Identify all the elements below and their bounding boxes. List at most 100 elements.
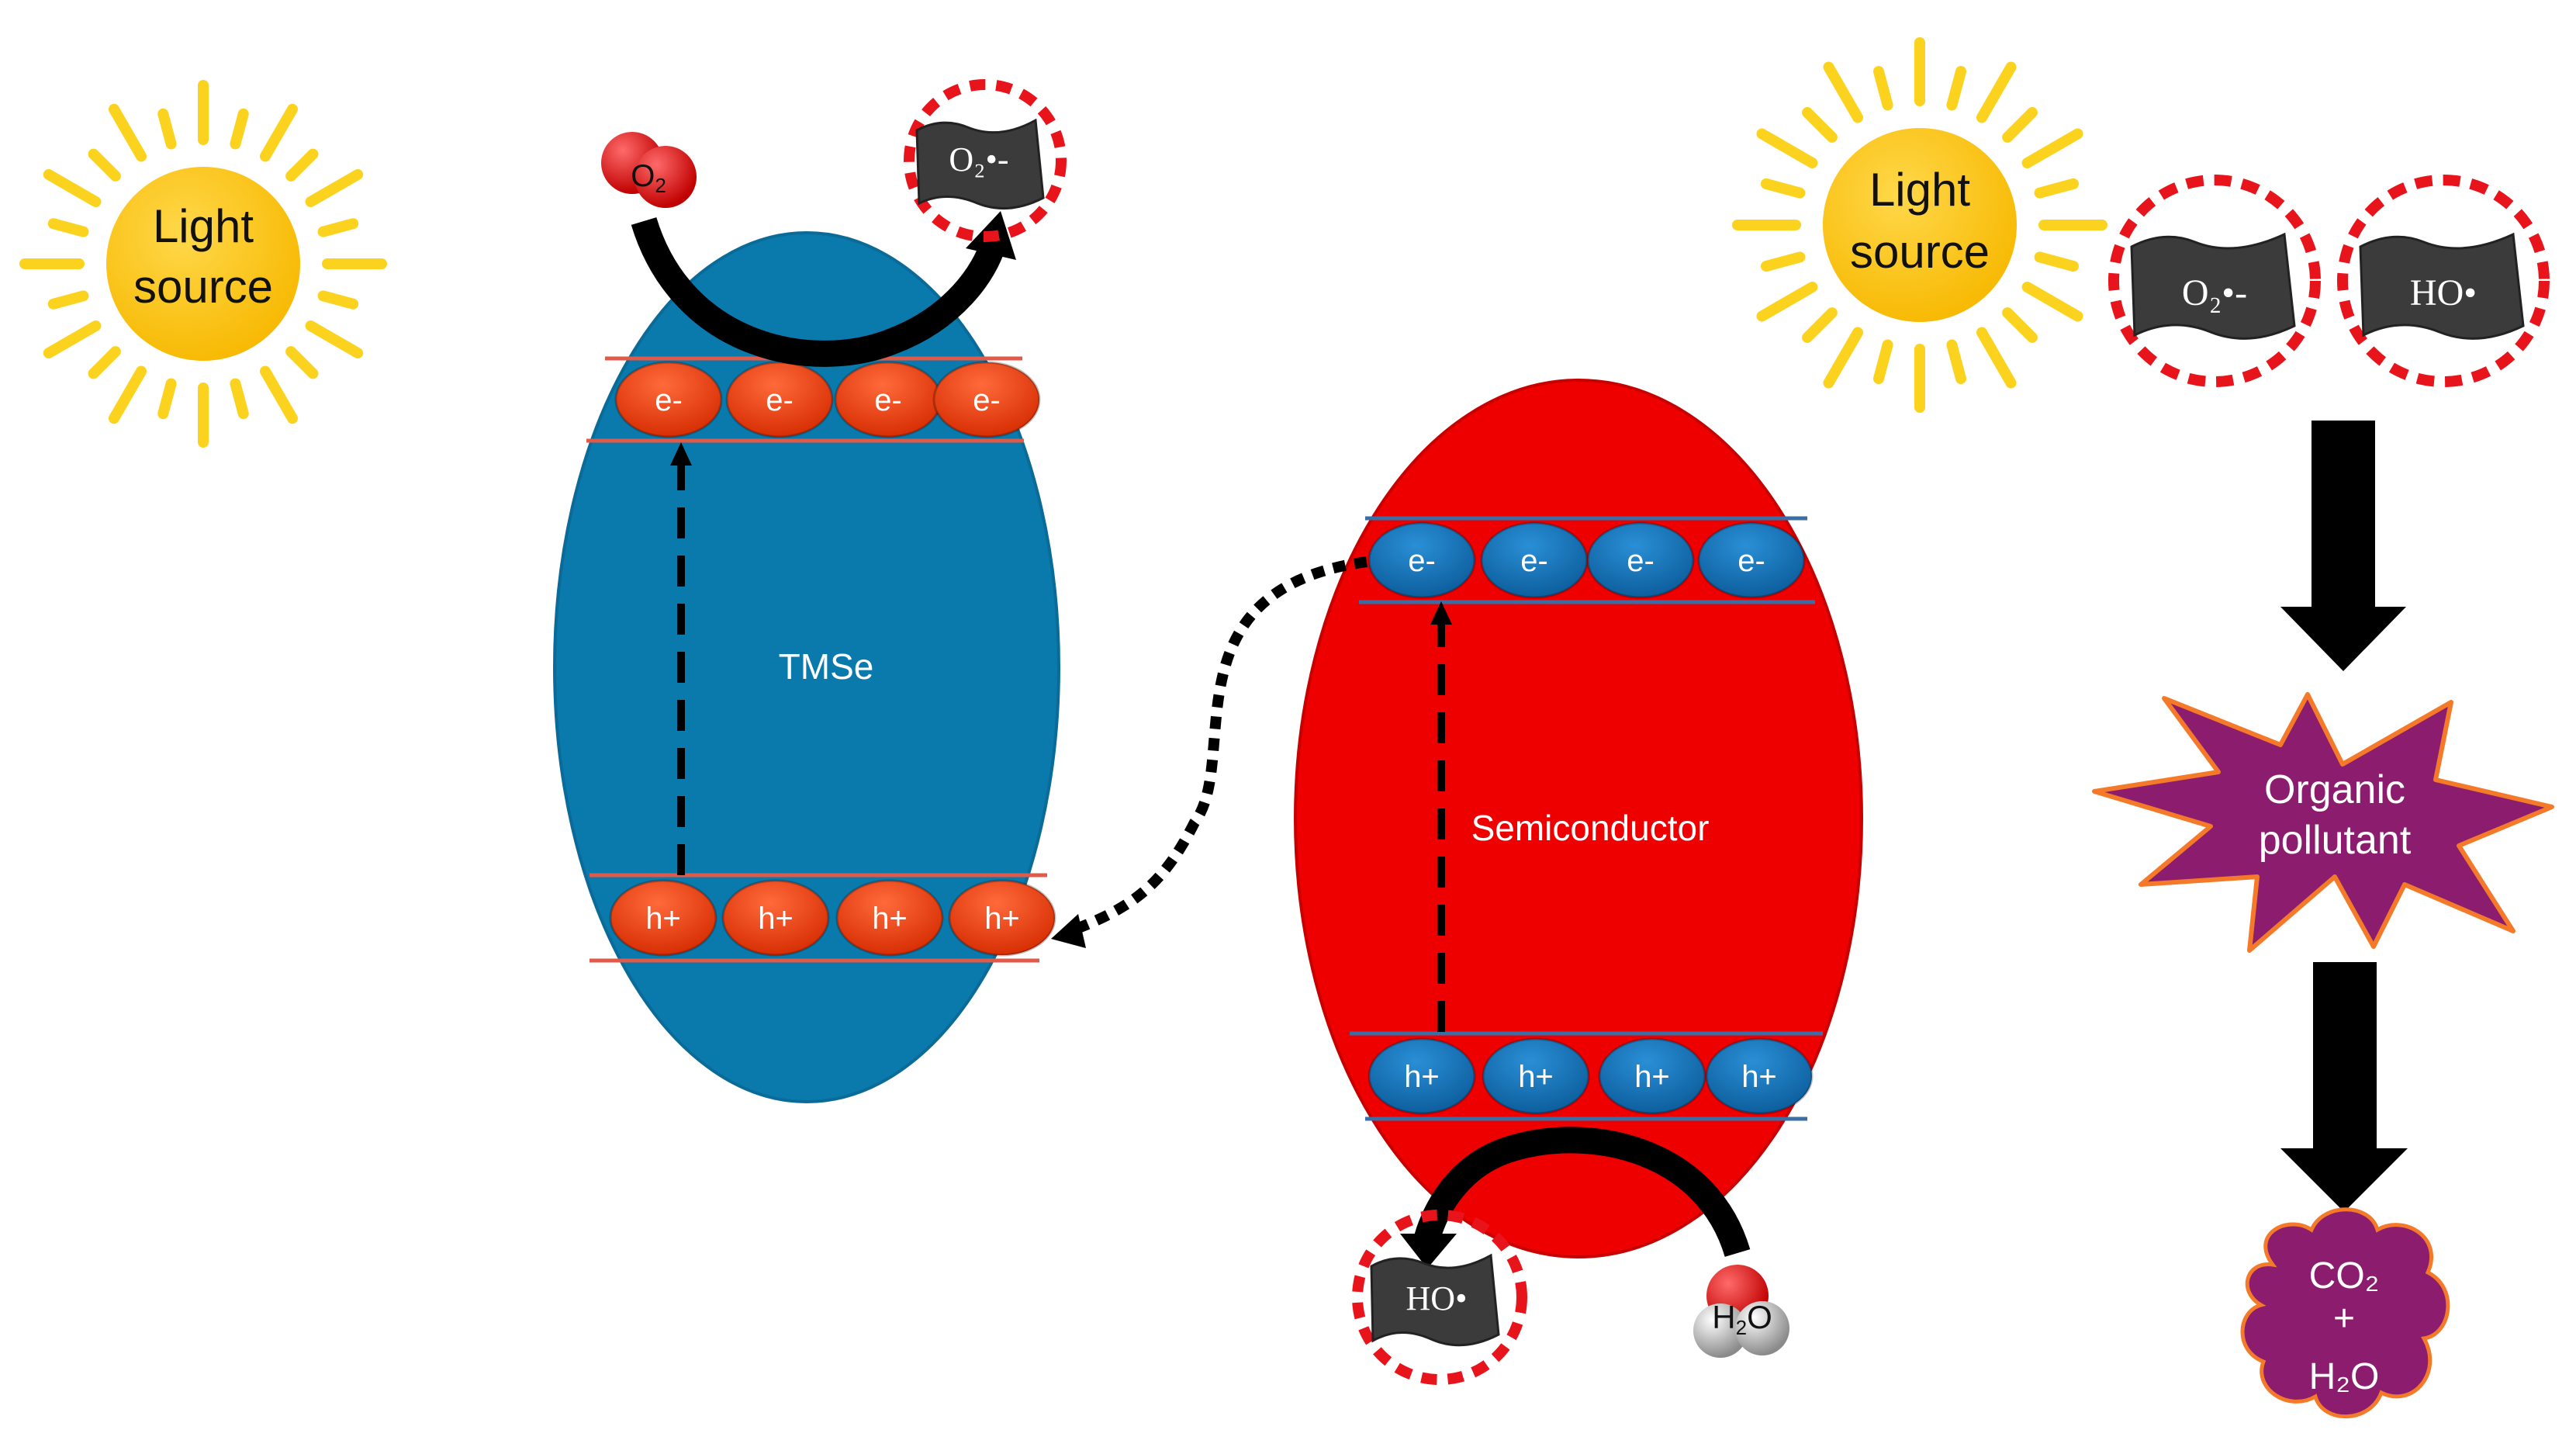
- tmse-hole-label: h+: [758, 902, 794, 936]
- superoxide-label-top: O₂•-: [949, 140, 1008, 178]
- sun-ray: [285, 346, 319, 379]
- semiconductor-electron: [1586, 521, 1695, 599]
- semiconductor-label: Semiconductor: [1471, 808, 1710, 848]
- sun-ray: [157, 108, 177, 150]
- organic-pollutant-line1: Organic: [2264, 767, 2405, 812]
- semiconductor-hole-label: h+: [1404, 1060, 1440, 1094]
- sun-ray: [43, 320, 102, 358]
- tmse-hole: [948, 879, 1056, 957]
- sun-icon-right: [1732, 37, 2107, 413]
- light-source-label-right-line1: Light: [1869, 164, 1970, 216]
- tmse-hole: [721, 879, 830, 957]
- semiconductor-band-lines: [1350, 516, 1823, 1121]
- down-arrow-1: [2280, 421, 2406, 671]
- sun-ray: [88, 148, 121, 182]
- tmse-electron: [614, 361, 723, 438]
- sun-ray: [2002, 307, 2038, 343]
- products-cloud: [2240, 1207, 2450, 1419]
- semiconductor-electron-label: e-: [1627, 544, 1655, 578]
- sun-ray: [285, 148, 319, 182]
- tmse-hole-label: h+: [984, 902, 1020, 936]
- sun-ray: [230, 378, 249, 420]
- semiconductor-electron-label: e-: [1408, 544, 1436, 578]
- sun-ray: [1976, 327, 2017, 389]
- tmse-electron: [725, 361, 834, 438]
- tmse-valence-band: h+ h+ h+ h+: [609, 879, 1056, 957]
- sun-ray: [1823, 327, 1863, 389]
- semiconductor-hole: [1482, 1037, 1590, 1115]
- sun-ray: [1976, 61, 2017, 123]
- hydroxyl-label-right: HO•: [2410, 272, 2477, 313]
- sun-ray: [2021, 282, 2083, 322]
- hydroxyl-formation-arrow: [1400, 1127, 1751, 1269]
- semiconductor-conduction-band: e-e-e-e-: [1368, 521, 1806, 599]
- semiconductor-valence-band: h+ h+ h+ h+: [1368, 1037, 1814, 1115]
- product-line3: H₂O: [2309, 1356, 2380, 1397]
- sun-ray: [317, 290, 359, 310]
- semiconductor-hole-label: h+: [1634, 1060, 1670, 1094]
- light-source-label-left-line2: source: [133, 261, 273, 313]
- sun-ray: [1756, 128, 1818, 168]
- product-line1: CO₂: [2309, 1255, 2380, 1296]
- sun-ray: [260, 365, 298, 424]
- sun-ray: [305, 320, 364, 358]
- tmse-hole: [609, 879, 717, 957]
- sun-ray: [1760, 178, 1806, 199]
- hydroxyl-radical-right: [2337, 175, 2550, 387]
- sun-ray: [317, 218, 359, 237]
- semiconductor-electron-label: e-: [1738, 544, 1765, 578]
- sun-ray: [43, 169, 102, 207]
- sun-ray: [2002, 107, 2038, 143]
- semiconductor-electron: [1697, 521, 1806, 599]
- sun-ray: [1946, 339, 1967, 385]
- sun-ray: [1872, 339, 1893, 385]
- superoxide-radical-top: [904, 79, 1067, 242]
- o2-label: O2: [631, 159, 666, 197]
- sun-ray: [1802, 107, 1838, 143]
- sun-ray: [2034, 178, 2080, 199]
- superoxide-label-right: O₂•-: [2182, 272, 2247, 313]
- tmse-electron-label: e-: [655, 383, 683, 417]
- sun-ray: [305, 169, 364, 207]
- tmse-conduction-band: e-e-e-e-: [614, 361, 1041, 438]
- tmse-electron-label: e-: [973, 383, 1001, 417]
- semiconductor-electron: [1480, 521, 1589, 599]
- tmse-hole-label: h+: [872, 902, 908, 936]
- water-label: H2O: [1712, 1299, 1772, 1339]
- sun-ray: [88, 346, 121, 379]
- sun-ray: [260, 103, 298, 162]
- tmse-hole-label: h+: [645, 902, 681, 936]
- semiconductor-electron: [1368, 521, 1476, 599]
- hydroxyl-label-bottom: HO•: [1406, 1279, 1468, 1317]
- sun-ray: [1756, 282, 1818, 322]
- tmse-hole: [835, 879, 944, 957]
- sun-ray: [1946, 65, 1967, 111]
- tmse-band-lines: [586, 356, 1047, 963]
- semiconductor-hole-label: h+: [1741, 1060, 1777, 1094]
- tmse-electron: [932, 361, 1041, 438]
- semiconductor-hole-label: h+: [1518, 1060, 1554, 1094]
- sun-ray: [109, 103, 147, 162]
- tmse-electron-label: e-: [766, 383, 794, 417]
- hydroxyl-radical-bottom: [1352, 1210, 1527, 1385]
- sun-icon-left: [19, 80, 387, 448]
- sun-ray: [47, 218, 89, 237]
- organic-pollutant-line2: pollutant: [2259, 818, 2412, 863]
- tmse-excitation-arrow: [670, 442, 692, 875]
- down-arrow-2: [2280, 962, 2408, 1212]
- semiconductor-particle: [1294, 379, 1863, 1258]
- o2-molecule: [601, 132, 697, 208]
- tmse-label: TMSe: [779, 646, 874, 687]
- semiconductor-hole: [1598, 1037, 1706, 1115]
- sun-ray: [1872, 65, 1893, 111]
- water-molecule: [1693, 1265, 1789, 1358]
- sun-ray: [1823, 61, 1863, 123]
- semiconductor-hole: [1705, 1037, 1814, 1115]
- sun-ray: [2034, 251, 2080, 272]
- sun-ray: [2021, 128, 2083, 168]
- organic-pollutant-burst: [2092, 692, 2554, 953]
- semiconductor-hole: [1368, 1037, 1476, 1115]
- sun-ray: [157, 378, 177, 420]
